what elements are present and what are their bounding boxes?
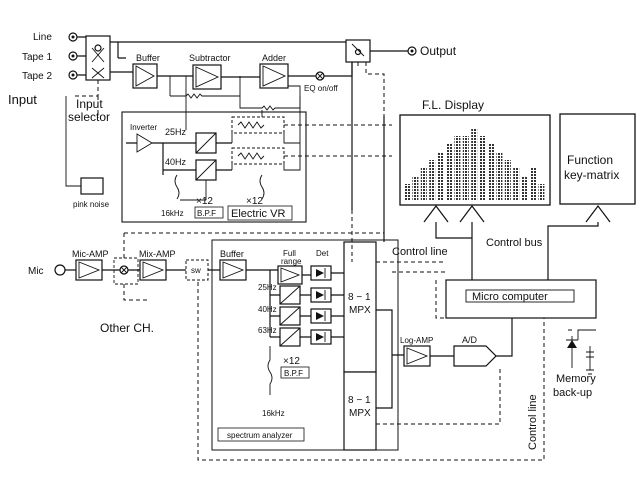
eq-subsystem-frame — [121, 111, 307, 223]
full-range-label-2: range — [281, 257, 302, 266]
hz25-bot-label: 25Hz — [258, 283, 277, 292]
display-bar — [437, 152, 444, 200]
mic-amp-label: Mic-AMP — [72, 249, 109, 259]
input-line-label: Line — [33, 32, 52, 43]
fl-display-label: F.L. Display — [422, 98, 484, 112]
det-label: Det — [316, 249, 329, 258]
micro-computer-block — [445, 279, 597, 319]
output-switch — [345, 39, 371, 63]
output-jack — [407, 46, 417, 56]
memory-backup-label-2: back-up — [553, 387, 592, 399]
hz63-bot-label: 63Hz — [258, 326, 277, 335]
function-label-1: Function — [567, 153, 613, 167]
buffer-bottom-label: Buffer — [220, 249, 244, 259]
x12-top-b-label: ×12 — [246, 196, 263, 207]
buffer-top-label: Buffer — [136, 53, 160, 63]
function-label-2: key-matrix — [564, 168, 619, 182]
micro-computer-label: Micro computer — [472, 291, 548, 303]
subtractor-block — [192, 64, 222, 90]
buffer-top-block — [132, 63, 158, 89]
display-bar — [538, 184, 545, 200]
input-jack-tape1 — [68, 51, 78, 61]
ad-block — [453, 345, 497, 367]
output-label: Output — [420, 44, 457, 58]
display-bar — [454, 136, 461, 200]
mpx1-label-b: MPX — [349, 305, 371, 316]
mpx2-label-b: MPX — [349, 408, 371, 419]
mpx1-label-a: 8 − 1 — [348, 292, 371, 303]
log-amp-label: Log-AMP — [400, 336, 433, 345]
adder-label: Adder — [262, 53, 286, 63]
hz40-top-label: 40Hz — [165, 157, 187, 167]
input-selector-label-1: Input — [76, 97, 103, 111]
input-jack-line — [68, 32, 78, 42]
detector-diodes — [310, 265, 332, 345]
khz16-top-label: 16kHz — [161, 209, 184, 218]
ad-label: A/D — [462, 335, 478, 345]
display-bar — [404, 184, 410, 200]
pink-noise-label: pink noise — [73, 200, 110, 209]
mpx-block-2 — [343, 371, 377, 451]
display-bar — [429, 160, 436, 200]
control-bus-label: Control bus — [486, 237, 543, 249]
display-bar — [471, 128, 478, 200]
display-bar — [420, 168, 427, 200]
input-tape2-label: Tape 2 — [22, 71, 52, 82]
mic-label: Mic — [28, 266, 44, 277]
spectrum-analyzer-label: spectrum analyzer — [227, 431, 293, 440]
sw-label: sw — [191, 266, 201, 275]
display-bar — [479, 136, 486, 200]
mic-jack — [54, 264, 66, 276]
input-selector-label-2: selector — [68, 110, 110, 124]
display-bar — [488, 144, 494, 200]
input-label: Input — [8, 92, 37, 107]
display-bar — [530, 168, 536, 200]
other-ch-label: Other CH. — [100, 321, 154, 335]
fl-display-bars — [404, 128, 545, 200]
khz16-bot-label: 16kHz — [262, 409, 285, 418]
inverter-label: Inverter — [130, 123, 157, 132]
eq-onoff-label: EQ on/off — [304, 84, 338, 93]
subtractor-label: Subtractor — [189, 53, 231, 63]
vr-pot-2 — [231, 147, 285, 165]
input-tape1-label: Tape 1 — [22, 52, 52, 63]
display-bar — [521, 176, 528, 200]
function-keymatrix-panel — [559, 113, 636, 205]
hz25-top-label: 25Hz — [165, 127, 187, 137]
adder-block — [259, 63, 289, 89]
pink-noise-block — [80, 177, 104, 195]
input-jack-tape2 — [68, 70, 78, 80]
display-bar — [496, 152, 503, 200]
display-bar — [504, 160, 511, 200]
control-bus-arrow — [459, 205, 611, 258]
electric-vr-label: Electric VR — [231, 208, 285, 220]
mpx-block-1 — [343, 241, 377, 373]
hz40-bot-label: 40Hz — [258, 305, 277, 314]
display-bar — [513, 168, 520, 200]
display-bar — [446, 144, 452, 200]
memory-backup-label-1: Memory — [556, 373, 596, 385]
control-line-top-label: Control line — [392, 246, 448, 258]
mix-amp-label: Mix-AMP — [139, 249, 176, 259]
full-range-label-1: Full — [283, 249, 296, 258]
bpf-bot-label: B.P.F — [284, 369, 303, 378]
mpx2-label-a: 8 − 1 — [348, 395, 371, 406]
bpf-top-label: B.P.F — [197, 209, 216, 218]
spectrum-analyzer-frame — [211, 239, 399, 451]
vr-pot-1 — [231, 116, 285, 134]
x12-bot-label: ×12 — [283, 356, 300, 367]
display-bar — [462, 136, 469, 200]
control-line-side-label: Control line — [527, 394, 539, 450]
display-bar — [412, 176, 419, 200]
x12-top-a-label: ×12 — [196, 196, 213, 207]
